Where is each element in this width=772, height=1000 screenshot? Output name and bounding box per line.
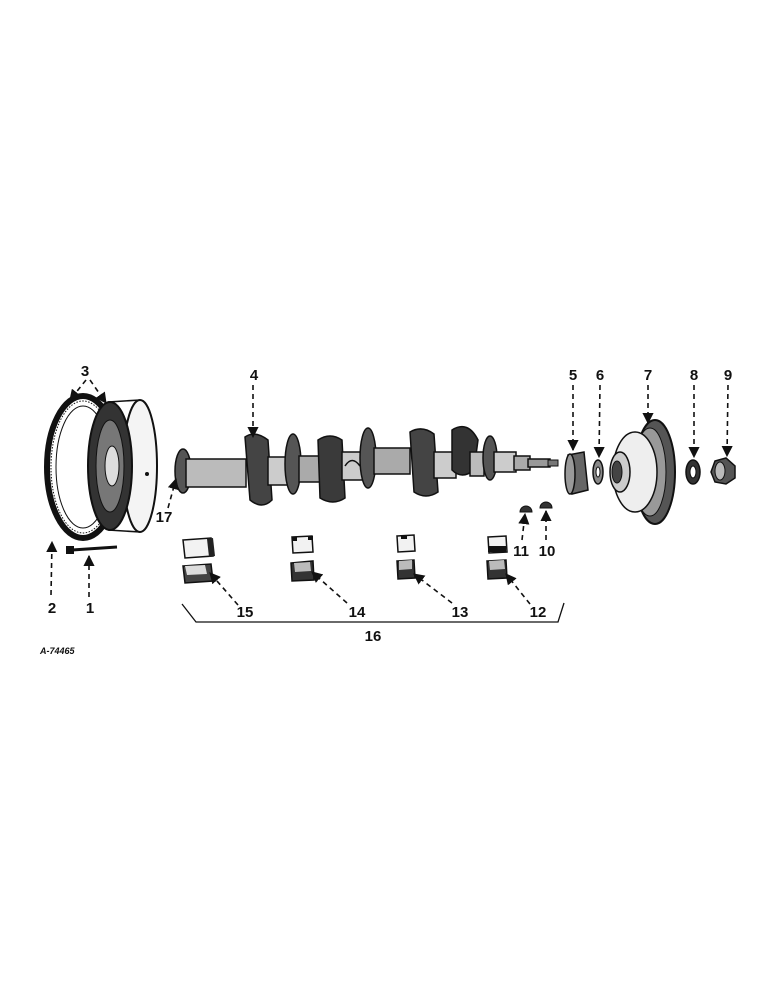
callout-17: 17 bbox=[156, 509, 173, 526]
callout-4: 4 bbox=[250, 367, 259, 384]
callout-12: 12 bbox=[530, 604, 547, 621]
washer bbox=[592, 459, 604, 485]
flywheel bbox=[87, 399, 158, 533]
callout-3: 3 bbox=[81, 363, 89, 380]
pulley-nut bbox=[710, 457, 736, 485]
callout-9: 9 bbox=[724, 367, 732, 384]
woodruff-key bbox=[539, 501, 553, 509]
callout-5: 5 bbox=[569, 367, 577, 384]
bearing-set-14 bbox=[290, 535, 315, 582]
callout-2: 2 bbox=[48, 600, 56, 617]
callout-14: 14 bbox=[349, 604, 366, 621]
callout-8: 8 bbox=[690, 367, 698, 384]
callout-1: 1 bbox=[86, 600, 94, 617]
bearing-set-13 bbox=[396, 534, 416, 580]
callout-16: 16 bbox=[365, 628, 382, 645]
callout-7: 7 bbox=[644, 367, 652, 384]
bearing-set-15 bbox=[182, 537, 215, 584]
leader-lines bbox=[46, 379, 733, 606]
callout-13: 13 bbox=[452, 604, 469, 621]
bearing-set-12 bbox=[486, 535, 508, 580]
callout-11: 11 bbox=[513, 543, 529, 560]
callout-6: 6 bbox=[596, 367, 604, 384]
figure-reference-code: A-74465 bbox=[39, 646, 76, 656]
woodruff-key-2 bbox=[519, 505, 533, 513]
crankshaft-gear bbox=[564, 451, 589, 495]
crankshaft bbox=[174, 425, 559, 506]
pulley-washer bbox=[685, 459, 701, 485]
bracket-16 bbox=[181, 602, 565, 623]
callout-15: 15 bbox=[237, 604, 254, 621]
callout-10: 10 bbox=[539, 543, 556, 560]
callout-labels: 3 4 5 6 7 8 9 2 1 17 11 10 15 14 13 12 1… bbox=[48, 363, 732, 645]
flywheel-bolt bbox=[66, 545, 118, 554]
crankshaft-pulley bbox=[609, 419, 676, 525]
